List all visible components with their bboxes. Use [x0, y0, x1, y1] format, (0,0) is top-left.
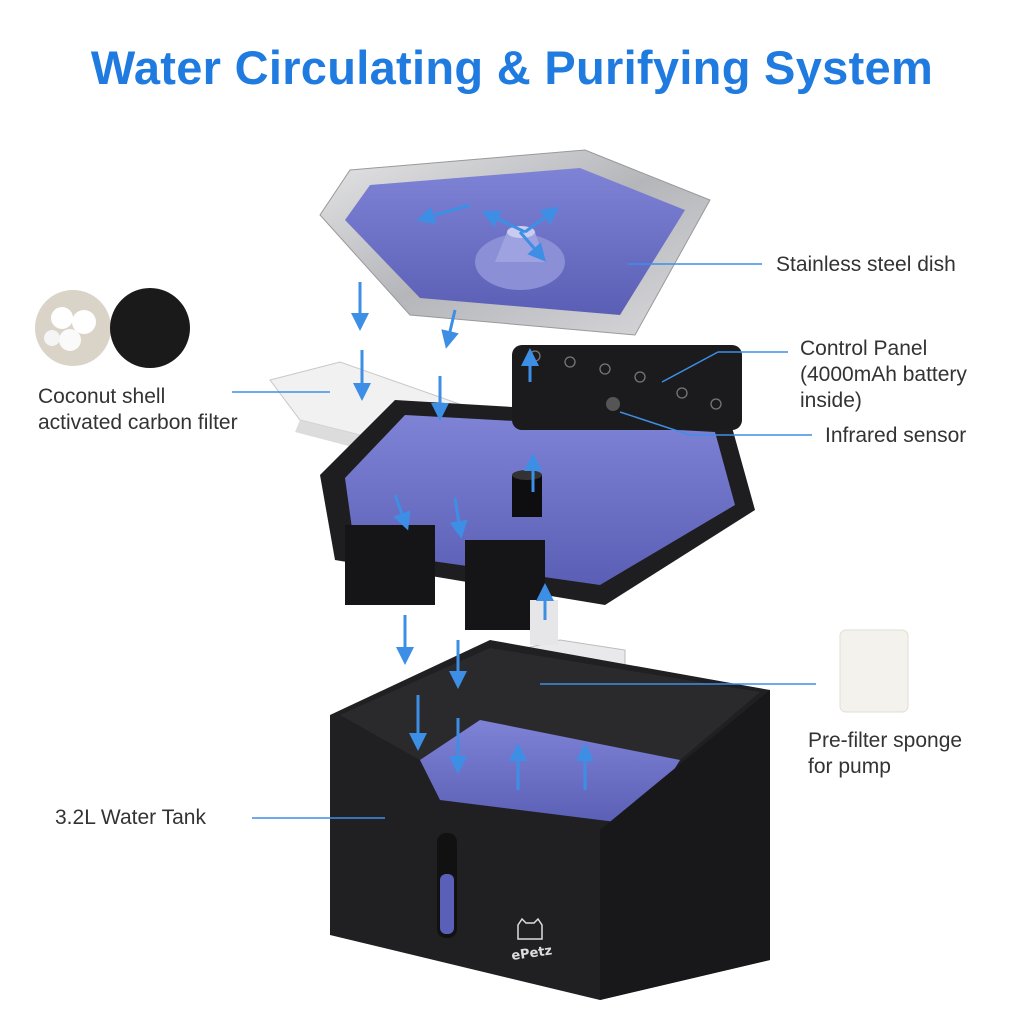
stainless-steel-dish: [319, 149, 711, 336]
label-line: activated carbon filter: [38, 411, 238, 434]
label-control-panel: Control Panel (4000mAh battery inside): [800, 336, 967, 414]
control-panel: [512, 345, 742, 430]
label-line: (4000mAh battery: [800, 363, 967, 386]
label-infrared-sensor: Infrared sensor: [825, 424, 967, 447]
activated-carbon-image: [110, 288, 190, 368]
logo-icon: ePetz: [510, 943, 553, 964]
water-tank: ePetz: [330, 640, 770, 1000]
flow-arrows: [351, 203, 594, 790]
label-stainless-steel-dish: Stainless steel dish: [776, 253, 956, 276]
svg-text:ePetz: ePetz: [510, 943, 553, 964]
leader-lines: [232, 263, 816, 819]
label-line: for pump: [808, 755, 891, 778]
infrared-sensor: [606, 397, 620, 411]
label-pre-filter-sponge: Pre-filter sponge for pump: [808, 728, 962, 780]
label-line: inside): [800, 389, 862, 412]
label-line: Pre-filter sponge: [808, 729, 963, 752]
label-line: Control Panel: [800, 337, 928, 360]
page-title: Water Circulating & Purifying System: [90, 41, 934, 94]
sponge-image: [839, 629, 909, 713]
label-line: Coconut shell: [38, 385, 166, 408]
label-carbon-filter: Coconut shell activated carbon filter: [38, 384, 238, 436]
cotton-image: [35, 290, 111, 366]
label-water-tank: 3.2L Water Tank: [55, 806, 206, 829]
